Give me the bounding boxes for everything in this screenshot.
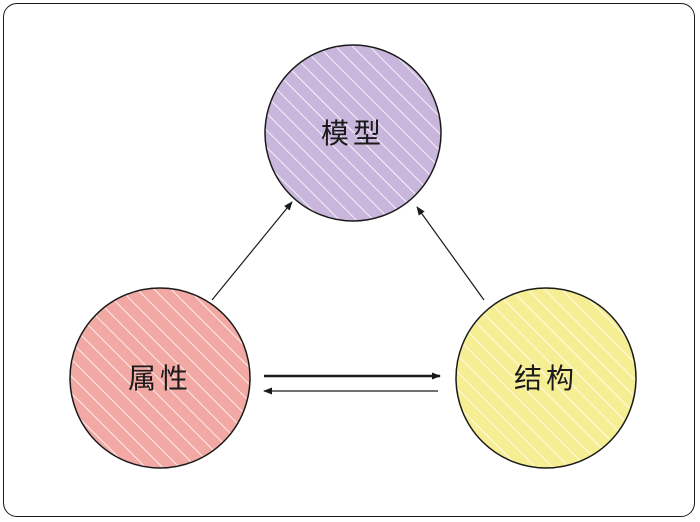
node-attribute-label: 属性 <box>128 362 192 395</box>
arrow-attribute-to-model <box>211 201 293 301</box>
node-structure-circle <box>455 287 637 469</box>
node-attribute: 属性 <box>69 287 251 469</box>
arrow-structure-to-model <box>416 206 485 301</box>
node-structure: 结构 <box>455 287 637 469</box>
node-model: 模型 <box>264 44 442 222</box>
node-attribute-circle <box>69 287 251 469</box>
node-model-label: 模型 <box>321 117 385 150</box>
node-structure-label: 结构 <box>514 362 578 395</box>
node-model-circle <box>264 44 442 222</box>
